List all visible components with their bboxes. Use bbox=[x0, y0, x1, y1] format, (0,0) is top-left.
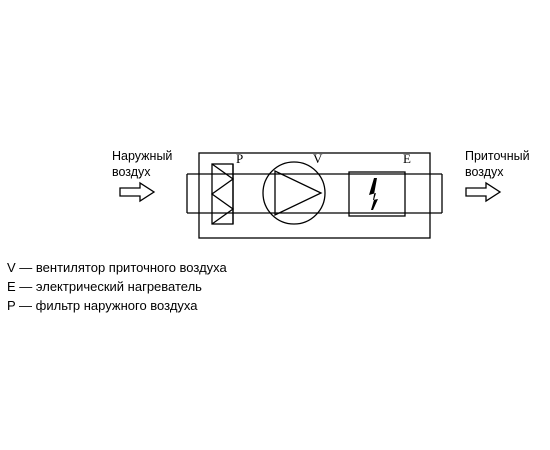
legend-item-filter: P — фильтр наружного воздуха bbox=[7, 298, 198, 313]
lightning-icon bbox=[369, 178, 378, 210]
legend: V — вентилятор приточного воздуха E — эл… bbox=[7, 258, 227, 315]
inlet-arrow-icon bbox=[119, 181, 156, 203]
inlet-label-line1: Наружный bbox=[112, 149, 172, 163]
heater-marker: E bbox=[403, 151, 411, 166]
fan-marker: V bbox=[313, 151, 323, 166]
filter-marker: P bbox=[236, 151, 243, 166]
inlet-label-line2: воздух bbox=[112, 165, 151, 179]
outlet-label-line2: воздух bbox=[465, 165, 504, 179]
legend-item-fan: V — вентилятор приточного воздуха bbox=[7, 260, 227, 275]
unit-housing bbox=[198, 152, 431, 239]
filter-symbol bbox=[210, 163, 235, 225]
outlet-label-line1: Приточный bbox=[465, 149, 530, 163]
heater-symbol bbox=[348, 171, 406, 217]
legend-item-heater: E — электрический нагреватель bbox=[7, 279, 202, 294]
outlet-arrow-icon bbox=[465, 181, 502, 203]
fan-symbol bbox=[262, 161, 326, 225]
